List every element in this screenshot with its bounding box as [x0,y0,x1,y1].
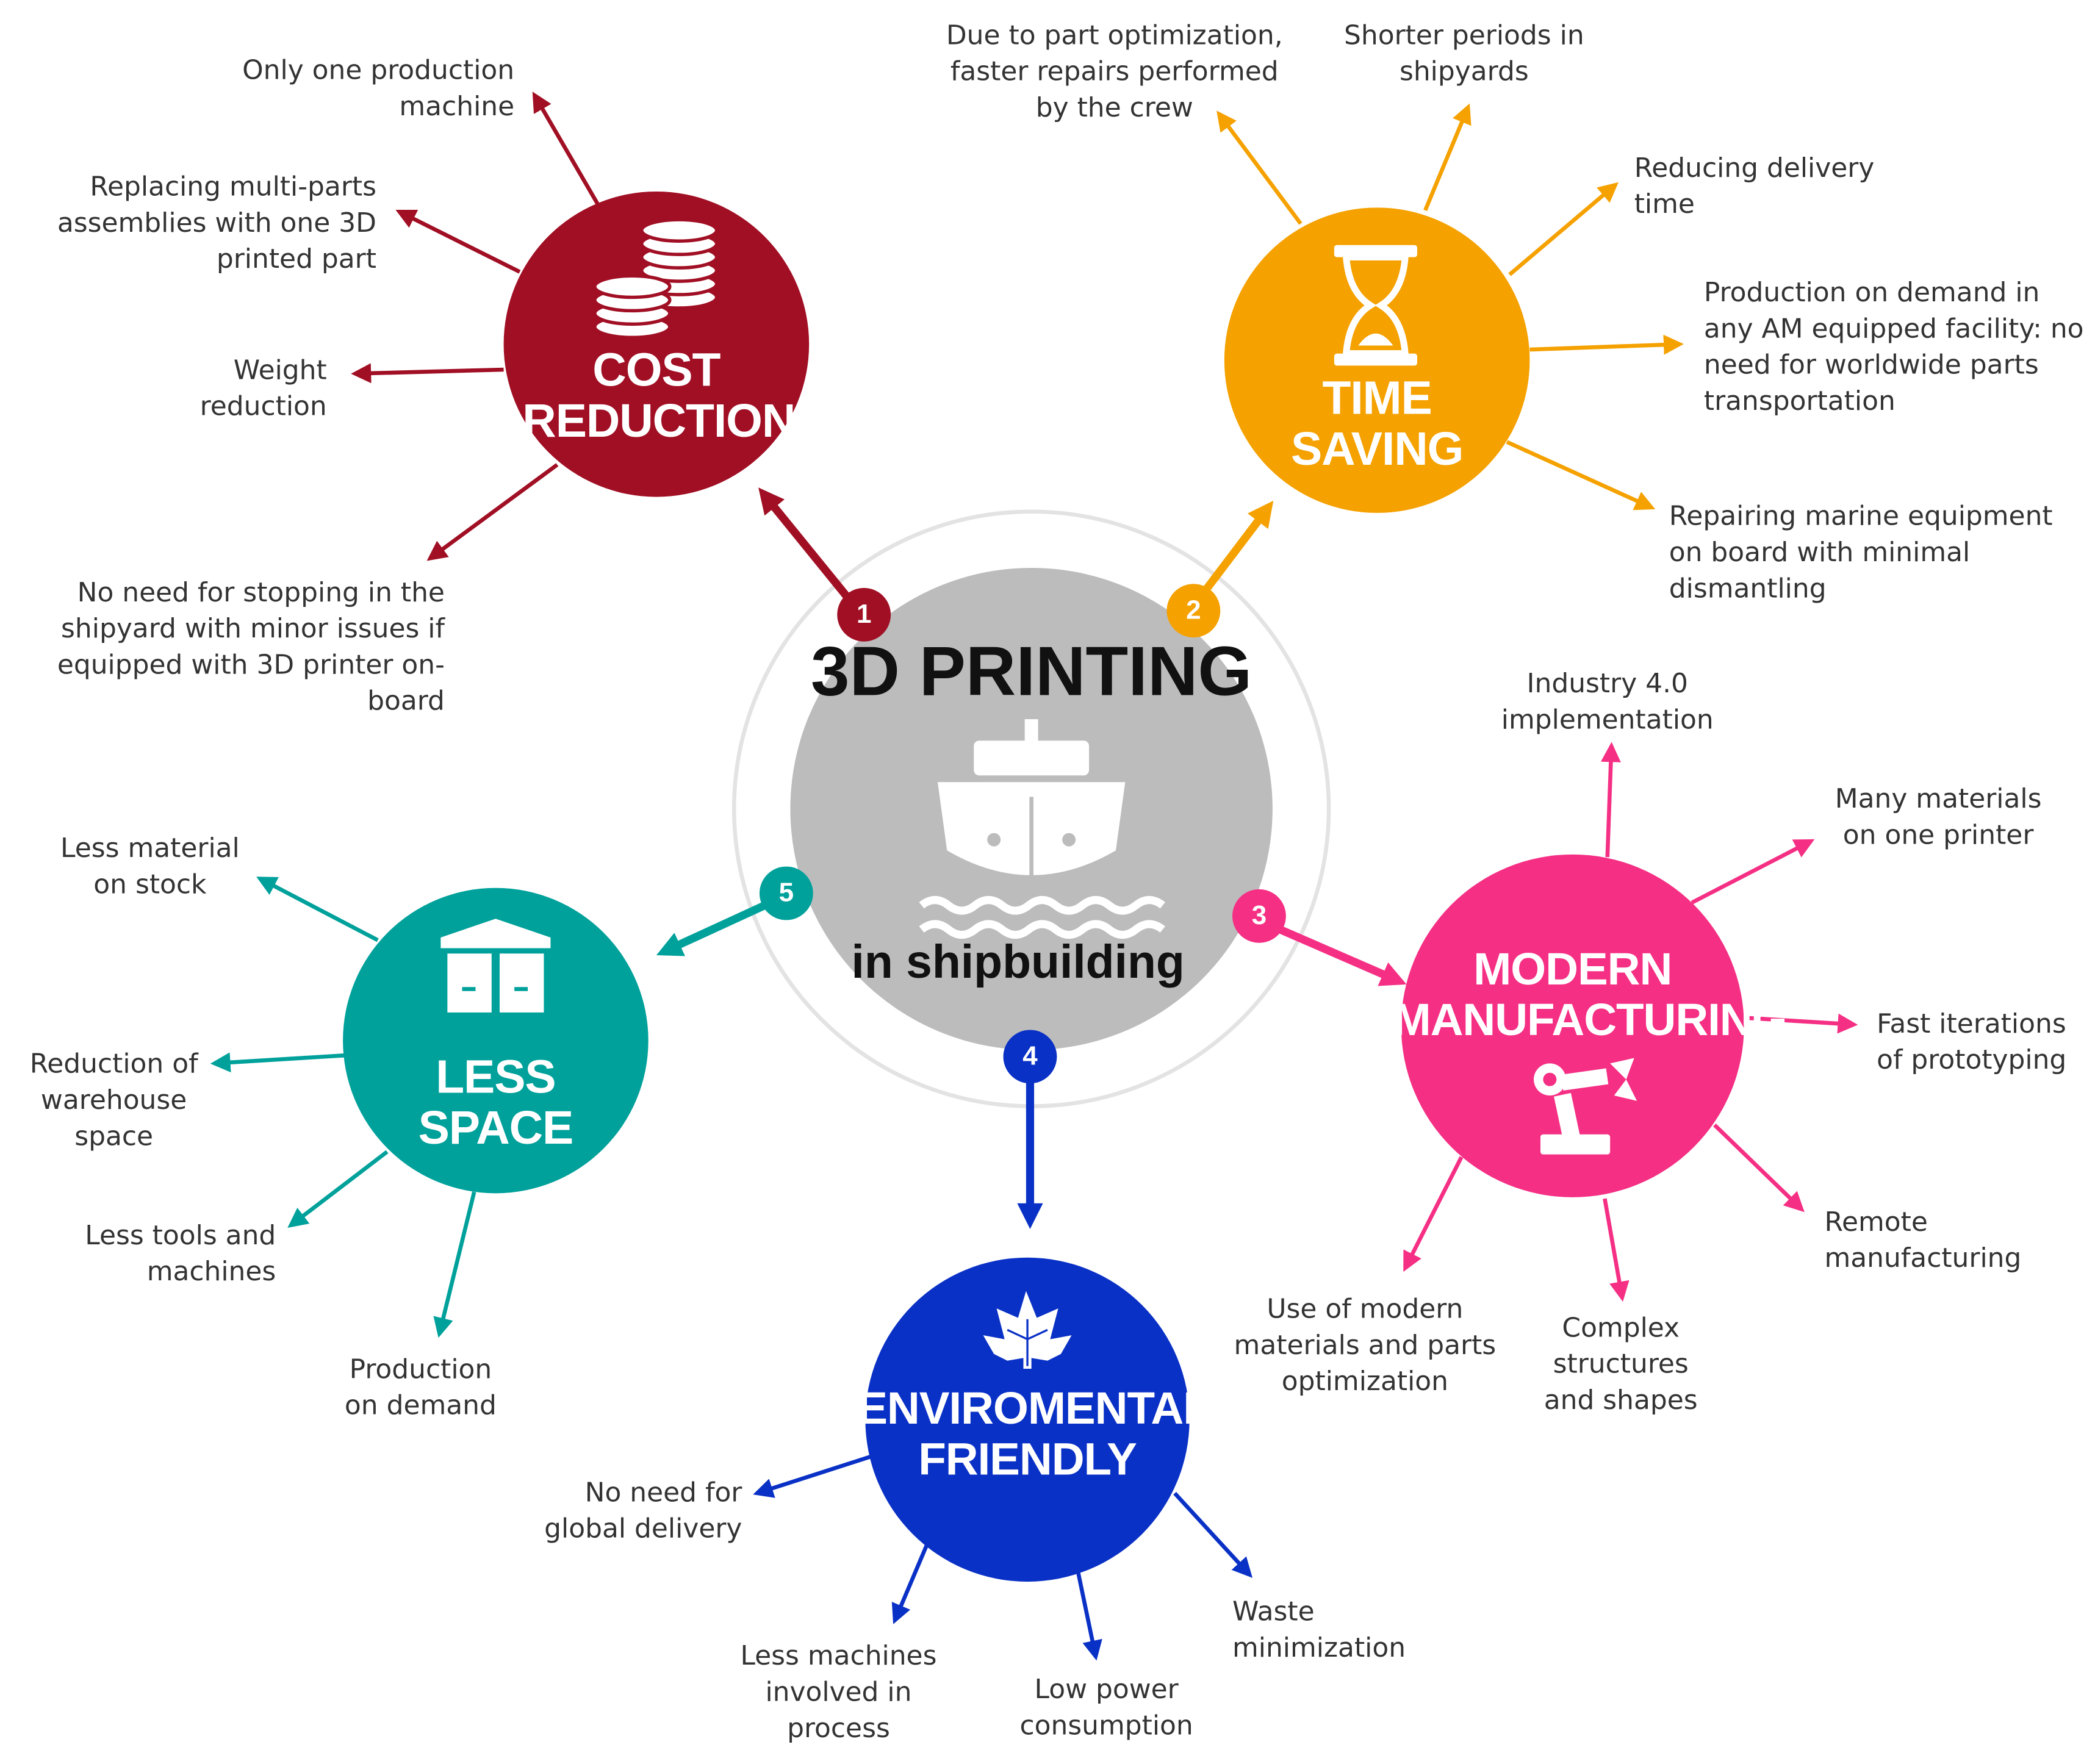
env-benefit-4: Waste minimization [1232,1595,1406,1663]
space-hub-circle [343,887,649,1194]
badge-5: 5 [759,866,813,920]
robot-arm-icon [1534,1058,1637,1155]
space-benefit-4: Production on demand [344,1352,497,1421]
coins-icon [593,218,719,340]
space-benefit-3: Less tools and machines [85,1219,276,1288]
env-arrows [753,1454,1252,1661]
badge-1: 1 [837,587,891,642]
env-benefit-1: No need for global delivery [544,1475,742,1544]
time-benefit-1: Due to part optimization, faster repairs… [946,18,1283,123]
badge-2: 2 [1166,584,1221,638]
time-benefit-3: Reducing delivery time [1634,151,1875,220]
space-benefit-1: Less material on stock [60,831,240,900]
badge-4: 4 [1003,1030,1057,1084]
env-hub-title: ENVIROMENTAL FRIENDLY [857,1383,1211,1485]
env-benefit-3: Low power consumption [1019,1673,1193,1741]
hourglass-icon [1334,245,1417,366]
time-benefit-4: Production on demand in any AM equipped … [1703,276,2084,417]
env-hub-circle [865,1257,1190,1582]
cost-benefit-1: Only one production machine [242,53,515,122]
cost-hub-title: COST REDUCTION [522,344,796,448]
warehouse-box-icon [440,919,551,1013]
space-arrows [210,877,476,1338]
cost-hub-circle [503,191,810,497]
maple-leaf-icon [983,1291,1072,1369]
time-benefit-5: Repairing marine equipment on board with… [1669,499,2053,604]
time-benefit-2: Shorter periods in shipyards [1344,18,1584,87]
space-benefit-2: Reduction of warehouse space [29,1047,198,1152]
modern-benefit-5: Complex structures and shapes [1543,1311,1698,1416]
time-hub-title: TIME SAVING [1290,372,1464,476]
modern-benefit-2: Many materials on one printer [1834,782,2042,851]
cost-benefit-4: No need for stopping in the shipyard wit… [57,576,445,717]
connector-time [1193,500,1274,606]
cost-benefit-2: Replacing multi-parts assemblies with on… [57,170,376,275]
center-title: 3D PRINTING [811,633,1252,711]
center-subtitle: in shipbuilding [851,936,1185,989]
time-arrows [1216,103,1684,511]
badge-3: 3 [1232,889,1286,943]
modern-benefit-4: Remote manufacturing [1824,1205,2022,1274]
env-benefit-2: Less machines involved in process [740,1639,937,1744]
space-hub-title: LESS SPACE [418,1051,574,1155]
modern-benefit-1: Industry 4.0 implementation [1501,667,1714,736]
connector-cost [758,487,861,612]
ship-icon [919,719,1165,939]
modern-benefit-6: Use of modern materials and parts optimi… [1234,1292,1497,1397]
modern-benefit-3: Fast iterations of prototyping [1877,1007,2067,1076]
connector-modern [1263,919,1407,986]
modern-hub-circle [1401,854,1744,1197]
cost-arrows [351,91,600,561]
cost-benefit-3: Weight reduction [199,353,327,422]
modern-hub-title: MODERN MANUFACTURING [1393,944,1787,1046]
modern-arrows [1403,742,1858,1302]
